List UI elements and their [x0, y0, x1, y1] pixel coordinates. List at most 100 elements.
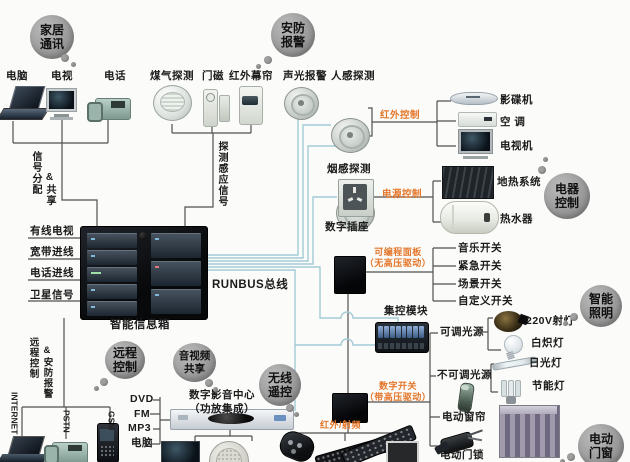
- olabel-programmable-panel: 可编程面板 （无高压驱动）: [364, 247, 432, 269]
- label-broadband-in: 宽带进线: [30, 246, 74, 258]
- label-door-magnet: 门磁: [202, 70, 224, 82]
- bubble-dot: [567, 453, 575, 461]
- wall-keypad-image: [386, 441, 419, 462]
- water-heater-image: [440, 201, 499, 234]
- bubble-dot: [264, 56, 272, 64]
- label-satellite-in: 卫星信号: [30, 289, 74, 301]
- tv-image: [46, 88, 79, 120]
- curtain-motor-image: [457, 382, 475, 413]
- bubble-av-sharing: 音视频 共享: [173, 343, 216, 382]
- laptop-image: [0, 86, 50, 122]
- key-remote-image: [276, 427, 318, 462]
- label-scene-switch: 场景开关: [458, 278, 502, 290]
- label-cable-tv-in: 有线电视: [30, 225, 74, 237]
- air-conditioner-image: [458, 112, 497, 127]
- label-gas-detector: 煤气探测: [150, 70, 194, 82]
- label-smoke-detector: 烟感探测: [327, 163, 371, 175]
- phone-image: [87, 94, 131, 122]
- ir-curtain-sensor-image: [239, 86, 263, 125]
- olabel-digital-switch: 数字开关 （带高压驱动）: [364, 381, 432, 403]
- bubble-dot: [205, 379, 213, 387]
- vlabel-internet: INTERNET: [9, 392, 20, 435]
- digital-socket-image: [338, 179, 374, 217]
- floor-heating-image: [442, 166, 494, 199]
- label-electric-curtain: 电动窗帘: [442, 411, 486, 423]
- label-disc-player: 影碟机: [500, 94, 533, 106]
- olabel-power-control: 电源控制: [382, 189, 423, 200]
- gas-detector-image: [151, 85, 192, 122]
- label-runbus-bus: RUNBUS总线: [212, 279, 289, 291]
- bubble-appliance-control: 电器 控制: [544, 173, 590, 219]
- phone-bottom-image: [44, 440, 88, 462]
- olabel-ir-rf: 红外/射频: [320, 420, 362, 430]
- label-source-fm: FM: [134, 408, 151, 420]
- olabel-ir-control: 红外控制: [380, 110, 421, 121]
- label-central-module: 集控模块: [384, 305, 428, 317]
- label-digital-socket: 数字插座: [325, 221, 369, 233]
- bubble-dot: [94, 386, 99, 391]
- digital-switch-panel-image: [332, 393, 368, 423]
- spotlight-image: [494, 311, 530, 334]
- vlabel-remote-control: 远程控制: [27, 337, 39, 379]
- label-energy-saving-lamp: 节能灯: [532, 380, 565, 392]
- label-phone: 电话: [104, 70, 126, 82]
- vlabel-gsm: GSM: [106, 411, 117, 431]
- vlabel-and-sharing: &共享: [44, 172, 55, 206]
- label-sound-light-alarm: 声光报警: [283, 70, 327, 82]
- label-water-heater: 热水器: [500, 213, 533, 225]
- label-non-dimmable-source: 不可调光源: [437, 369, 492, 381]
- label-tv-set: 电视机: [500, 140, 533, 152]
- label-source-dvd: DVD: [130, 393, 154, 405]
- bubble-dot: [543, 157, 548, 162]
- tv-bottom-image: [161, 441, 200, 462]
- bubble-dot: [256, 64, 261, 69]
- smart-info-box-image: [80, 226, 208, 320]
- label-digital-av-center: 数字影音中心 （功放集成）: [189, 389, 255, 416]
- vlabel-pstn: PSTN: [61, 410, 72, 433]
- label-incandescent: 白炽灯: [531, 337, 564, 349]
- bubble-security-alarm: 安防 报警: [271, 13, 315, 57]
- label-phone-line-in: 电话进线: [30, 267, 74, 279]
- label-smart-info-box: 智能信息箱: [110, 319, 170, 331]
- label-source-mp3: MP3: [128, 422, 152, 434]
- bubble-dot: [560, 459, 565, 462]
- label-emergency-switch: 紧急开关: [458, 260, 502, 272]
- label-ir-curtain: 红外幕帘: [229, 70, 273, 82]
- curtain-photo-image: [499, 405, 560, 458]
- cfl-lamp-image: [499, 380, 526, 407]
- bubble-home-communication: 家居 通讯: [30, 15, 74, 59]
- bubble-dot: [570, 313, 578, 321]
- av-center-image: [170, 409, 294, 430]
- motion-sensor-image: [331, 118, 370, 153]
- bubble-dot: [213, 387, 218, 392]
- laptop-bottom-image: [0, 436, 49, 462]
- bubble-dot: [71, 62, 76, 67]
- label-fluorescent: 日光灯: [529, 357, 562, 369]
- label-source-pc: 电脑: [131, 437, 153, 449]
- label-dimmable-source: 可调光源: [440, 326, 484, 338]
- door-magnet-image: [203, 89, 231, 127]
- label-motion-sensor: 人感探测: [331, 70, 375, 82]
- central-control-module-image: [375, 322, 429, 353]
- bubble-dot: [294, 412, 299, 417]
- ceiling-speaker-image: [209, 441, 249, 462]
- label-tv: 电视: [51, 70, 73, 82]
- bubble-dot: [563, 321, 568, 326]
- bubble-dot: [286, 404, 294, 412]
- vlabel-detection-signal: 探测感应信号: [216, 141, 227, 207]
- gsm-phone-image: [97, 423, 119, 462]
- label-electric-door-lock: 电动门锁: [440, 449, 484, 461]
- bubble-smart-lighting: 智能 照明: [580, 285, 622, 327]
- label-floor-heating: 地热系统: [497, 176, 541, 188]
- bubble-dot: [100, 378, 108, 386]
- tv-set-image: [458, 129, 494, 159]
- bubble-dot: [61, 54, 69, 62]
- bubble-dot: [538, 166, 546, 174]
- disc-player-image: [450, 92, 498, 105]
- bubble-electric-doors-windows: 电动 门窗: [578, 424, 624, 462]
- label-spotlight-220v: 220V射灯: [526, 315, 575, 327]
- sound-light-alarm-image: [284, 87, 319, 120]
- label-custom-switch: 自定义开关: [458, 295, 513, 307]
